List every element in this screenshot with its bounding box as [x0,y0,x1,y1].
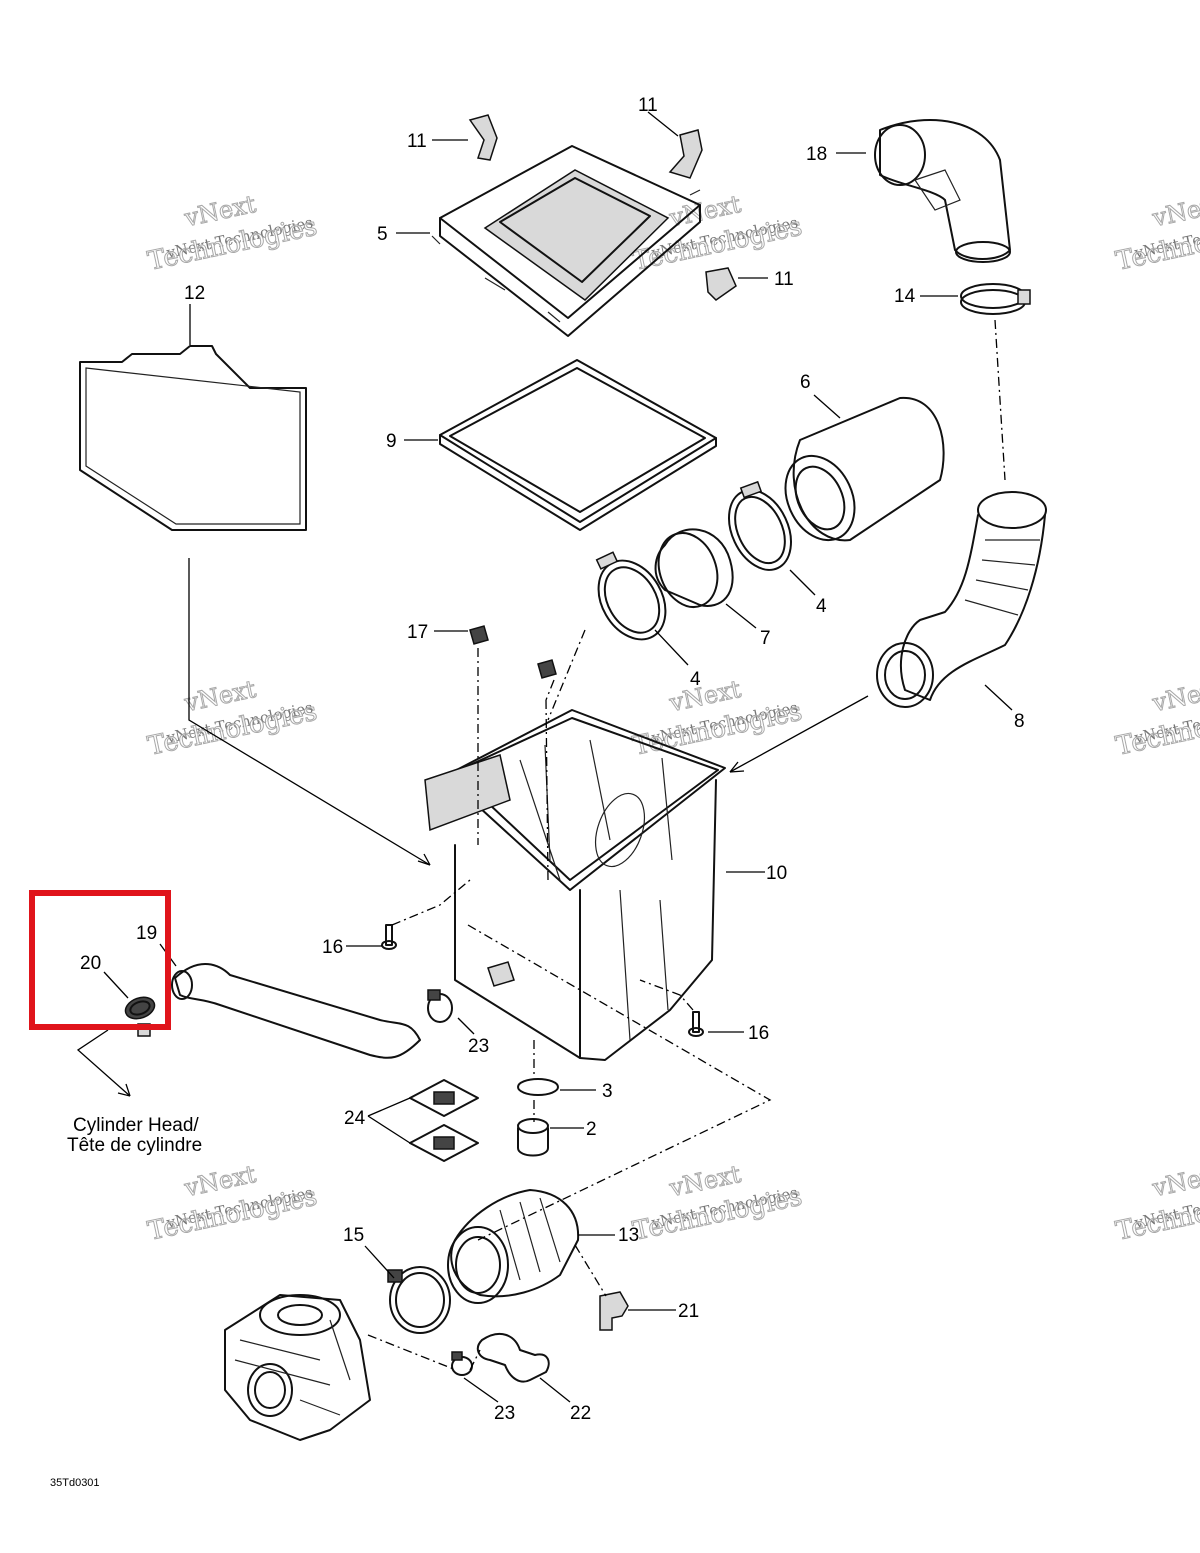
part-label-24: 24 [344,1108,366,1129]
assembly-lines [367,319,1006,1371]
part-label-4: 4 [690,669,701,690]
leader-lines [103,111,1013,1403]
part-number-labels: 11 11 11 5 12 9 6 4 7 4 18 14 8 17 10 16… [80,95,1025,1424]
part-22-hose [476,1332,550,1383]
part-label-6: 6 [800,372,811,393]
watermark-text: vNext [1149,1160,1200,1203]
part-14-clamp [960,283,1031,315]
part-label-11: 11 [407,131,427,152]
part-17-nut [469,625,489,645]
part-12-foam-sheet [79,345,307,531]
part-10-airbox [424,709,726,1061]
part-label-16: 16 [322,937,343,958]
part-4-clamp-upper [728,480,792,571]
part-label-5: 5 [377,224,388,245]
drawing-code: 35Td0301 [50,1477,100,1489]
part-label-14: 14 [894,286,916,307]
part-15-clamp [387,1266,451,1334]
part-23-clamp [451,1351,473,1376]
part-24-pad [409,1124,479,1162]
part-17-nut [537,659,557,679]
part-16-screw [688,1011,704,1037]
part-13-carb-adapter [447,1189,580,1304]
watermark-text: vNext [1149,675,1200,718]
carburetor [224,1294,371,1441]
part-label-17: 17 [407,622,428,643]
part-label-2: 2 [586,1119,597,1140]
part-21-elbow-fitting [599,1291,629,1331]
part-label-11: 11 [774,269,794,290]
cylinder-head-caption: Cylinder Head/ Tête de cylindre [67,1115,202,1156]
part-23-clamp [427,989,453,1023]
part-2-drain-plug [517,1118,549,1157]
watermark-group: vNext vNext Technologies Technologies vN… [145,189,1200,1247]
part-label-16: 16 [748,1023,769,1044]
part-label-19: 19 [136,923,157,944]
part-label-18: 18 [806,144,827,165]
caption-line-english: Cylinder Head/ [73,1115,199,1136]
part-8-intake-duct [876,491,1047,708]
arrow-lines [76,558,869,1097]
part-11-clip [705,267,737,301]
part-label-3: 3 [602,1081,613,1102]
part-11-clip [468,114,498,161]
part-7-boot [654,528,734,608]
part-9-filter-frame [439,359,717,531]
part-18-intake-elbow [874,119,1011,263]
part-label-23: 23 [468,1036,489,1057]
part-label-11: 11 [638,95,658,116]
part-11-clip [668,129,703,179]
part-3-spring-clip [517,1078,559,1096]
part-label-15: 15 [343,1225,364,1246]
part-label-13: 13 [618,1225,639,1246]
part-6-air-filter [784,396,945,542]
part-label-22: 22 [570,1403,591,1424]
part-label-8: 8 [1014,711,1025,732]
part-label-4: 4 [816,596,827,617]
part-4-clamp-lower [595,551,667,641]
vent-fitting [487,961,515,987]
part-label-12: 12 [184,283,205,304]
part-label-20: 20 [80,953,101,974]
part-label-23: 23 [494,1403,515,1424]
highlight-box [29,890,171,1030]
part-label-10: 10 [766,863,787,884]
part-19-vent-hose [171,962,421,1059]
part-5-airbox-cover [431,145,701,337]
part-24-pad [409,1079,479,1117]
part-16-screw [381,924,397,950]
watermark-text: vNext [1149,190,1200,233]
part-label-7: 7 [760,628,771,649]
caption-line-french: Tête de cylindre [67,1135,202,1156]
part-label-9: 9 [386,431,397,452]
part-label-21: 21 [678,1301,699,1322]
